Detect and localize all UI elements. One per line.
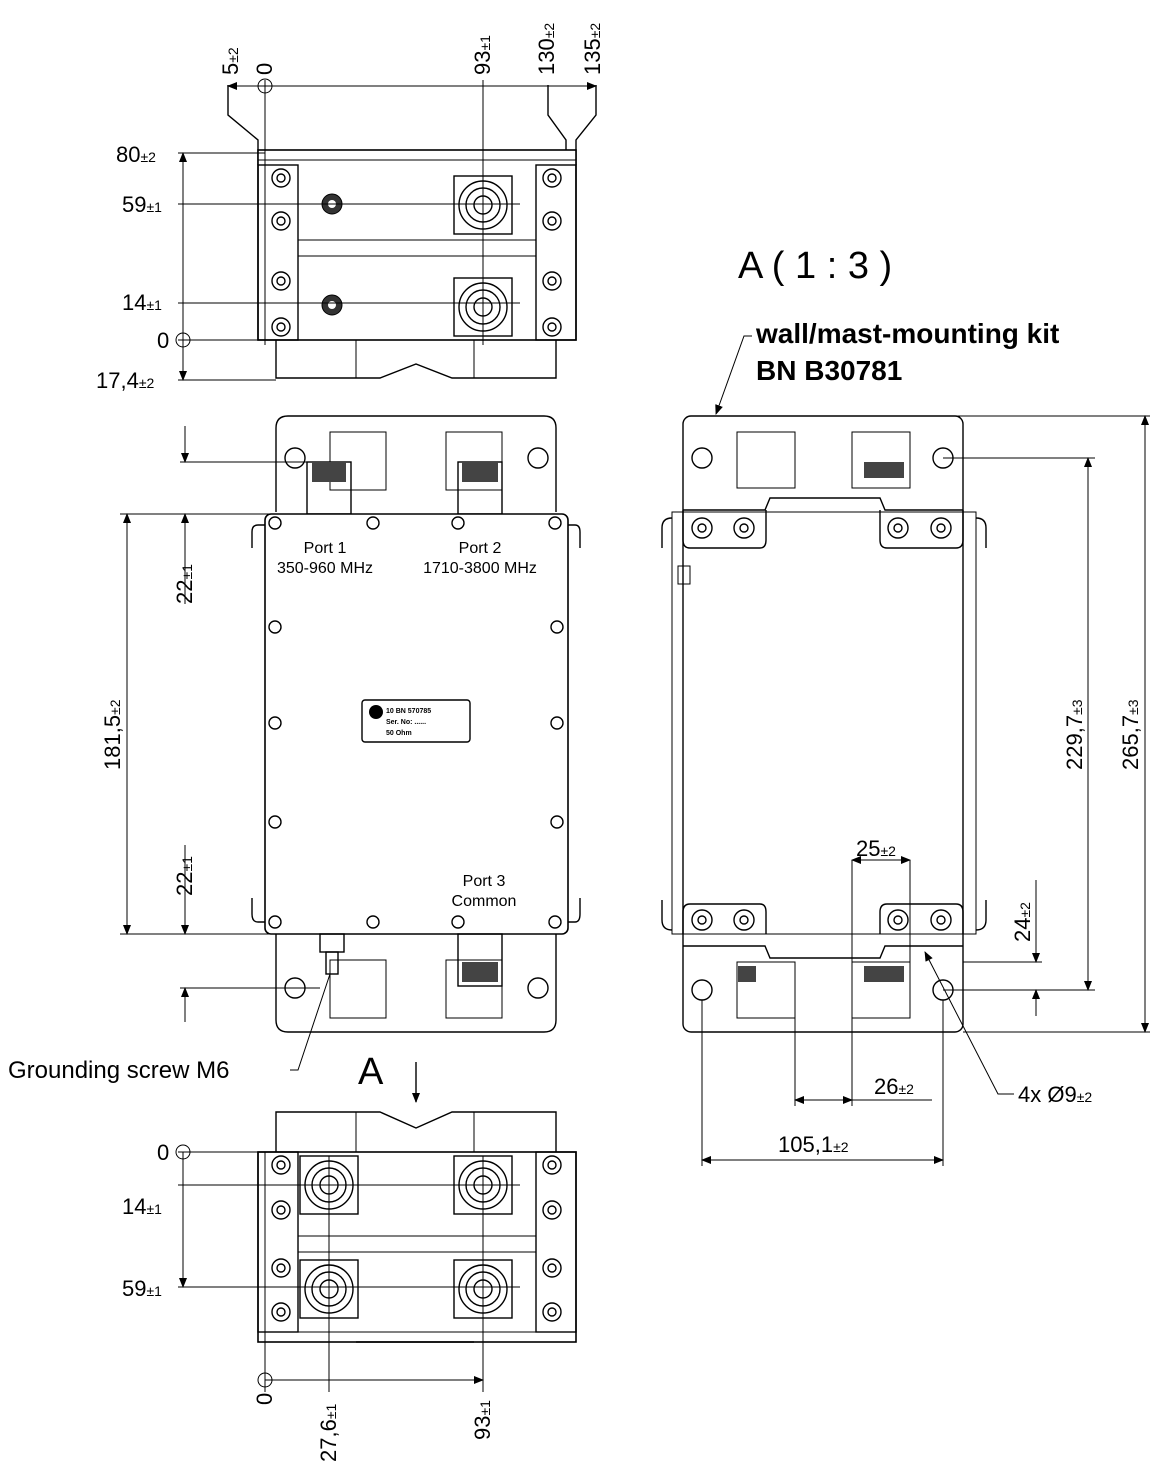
dim-label: 14±1 [122, 1194, 162, 1219]
nameplate: 10 BN 570785 Ser. No: ...... 50 Ohm [361, 699, 471, 743]
view-title: A ( 1 : 3 ) [738, 245, 892, 287]
dim-label: 0 [252, 63, 277, 75]
hole-callout: 4x Ø9±2 [1018, 1082, 1092, 1107]
dim-label: 135±2 [580, 23, 605, 75]
port1-label: Port 1 [304, 540, 347, 557]
dim-label: 105,1±2 [778, 1132, 849, 1157]
dim-label: 80±2 [116, 142, 156, 167]
port2-freq: 1710-3800 MHz [423, 560, 537, 577]
kit-note-line2: BN B30781 [756, 355, 902, 386]
dim-label: 24±2 [1010, 902, 1035, 942]
dim-label: 265,7±3 [1118, 699, 1143, 770]
dim-label: 0 [252, 1393, 277, 1405]
dim-label: 25±2 [856, 836, 896, 861]
port1-freq: 350-960 MHz [277, 560, 373, 577]
dim-label: 93±1 [470, 1400, 495, 1440]
dim-label: 93±1 [470, 35, 495, 75]
dim-label: 229,7±3 [1062, 699, 1087, 770]
view-marker: A [358, 1051, 384, 1093]
dim-label: 17,4±2 [96, 368, 155, 393]
dim-label: 14±1 [122, 290, 162, 315]
screw-icon [271, 168, 562, 337]
dim-label: 59±1 [122, 1276, 162, 1301]
bottom-view: 0 14±1 59±1 0 27,6±1 93±1 [122, 1111, 577, 1462]
top-view: 5±2 0 93±1 130±2 135±2 80±2 59±1 14±1 0 … [96, 23, 605, 393]
dim-label: 22±1 [172, 564, 197, 604]
grounding-label: Grounding screw M6 [8, 1057, 229, 1084]
dim-label: 130±2 [534, 23, 559, 75]
svg-text:Ser. No: ......: Ser. No: ...... [386, 719, 426, 726]
dim-label: 5±2 [218, 47, 243, 75]
port3-freq: Common [452, 893, 517, 910]
dim-label: 27,6±1 [316, 1403, 341, 1462]
dim-label: 26±2 [874, 1074, 914, 1099]
screw-icon [271, 1155, 562, 1322]
port2-label: Port 2 [459, 540, 502, 557]
kit-note-line1: wall/mast-mounting kit [755, 318, 1059, 349]
svg-text:50 Ohm: 50 Ohm [386, 730, 412, 737]
side-view: A ( 1 : 3 ) wall/mast-mounting kit BN B3… [661, 245, 1150, 1166]
dim-label: 0 [157, 1140, 169, 1165]
dim-label: 0 [157, 328, 169, 353]
screw-icon [682, 510, 964, 549]
port3-label: Port 3 [463, 873, 506, 890]
screw-icon [268, 516, 564, 929]
dim-label: 22±1 [172, 856, 197, 896]
svg-text:10 BN 570785: 10 BN 570785 [386, 708, 431, 715]
dim-label: 181,5±2 [100, 699, 125, 770]
screw-icon [682, 903, 964, 934]
dim-label: 59±1 [122, 192, 162, 217]
front-view: Port 1 350-960 MHz Port 2 1710-3800 MHz … [8, 415, 581, 1103]
